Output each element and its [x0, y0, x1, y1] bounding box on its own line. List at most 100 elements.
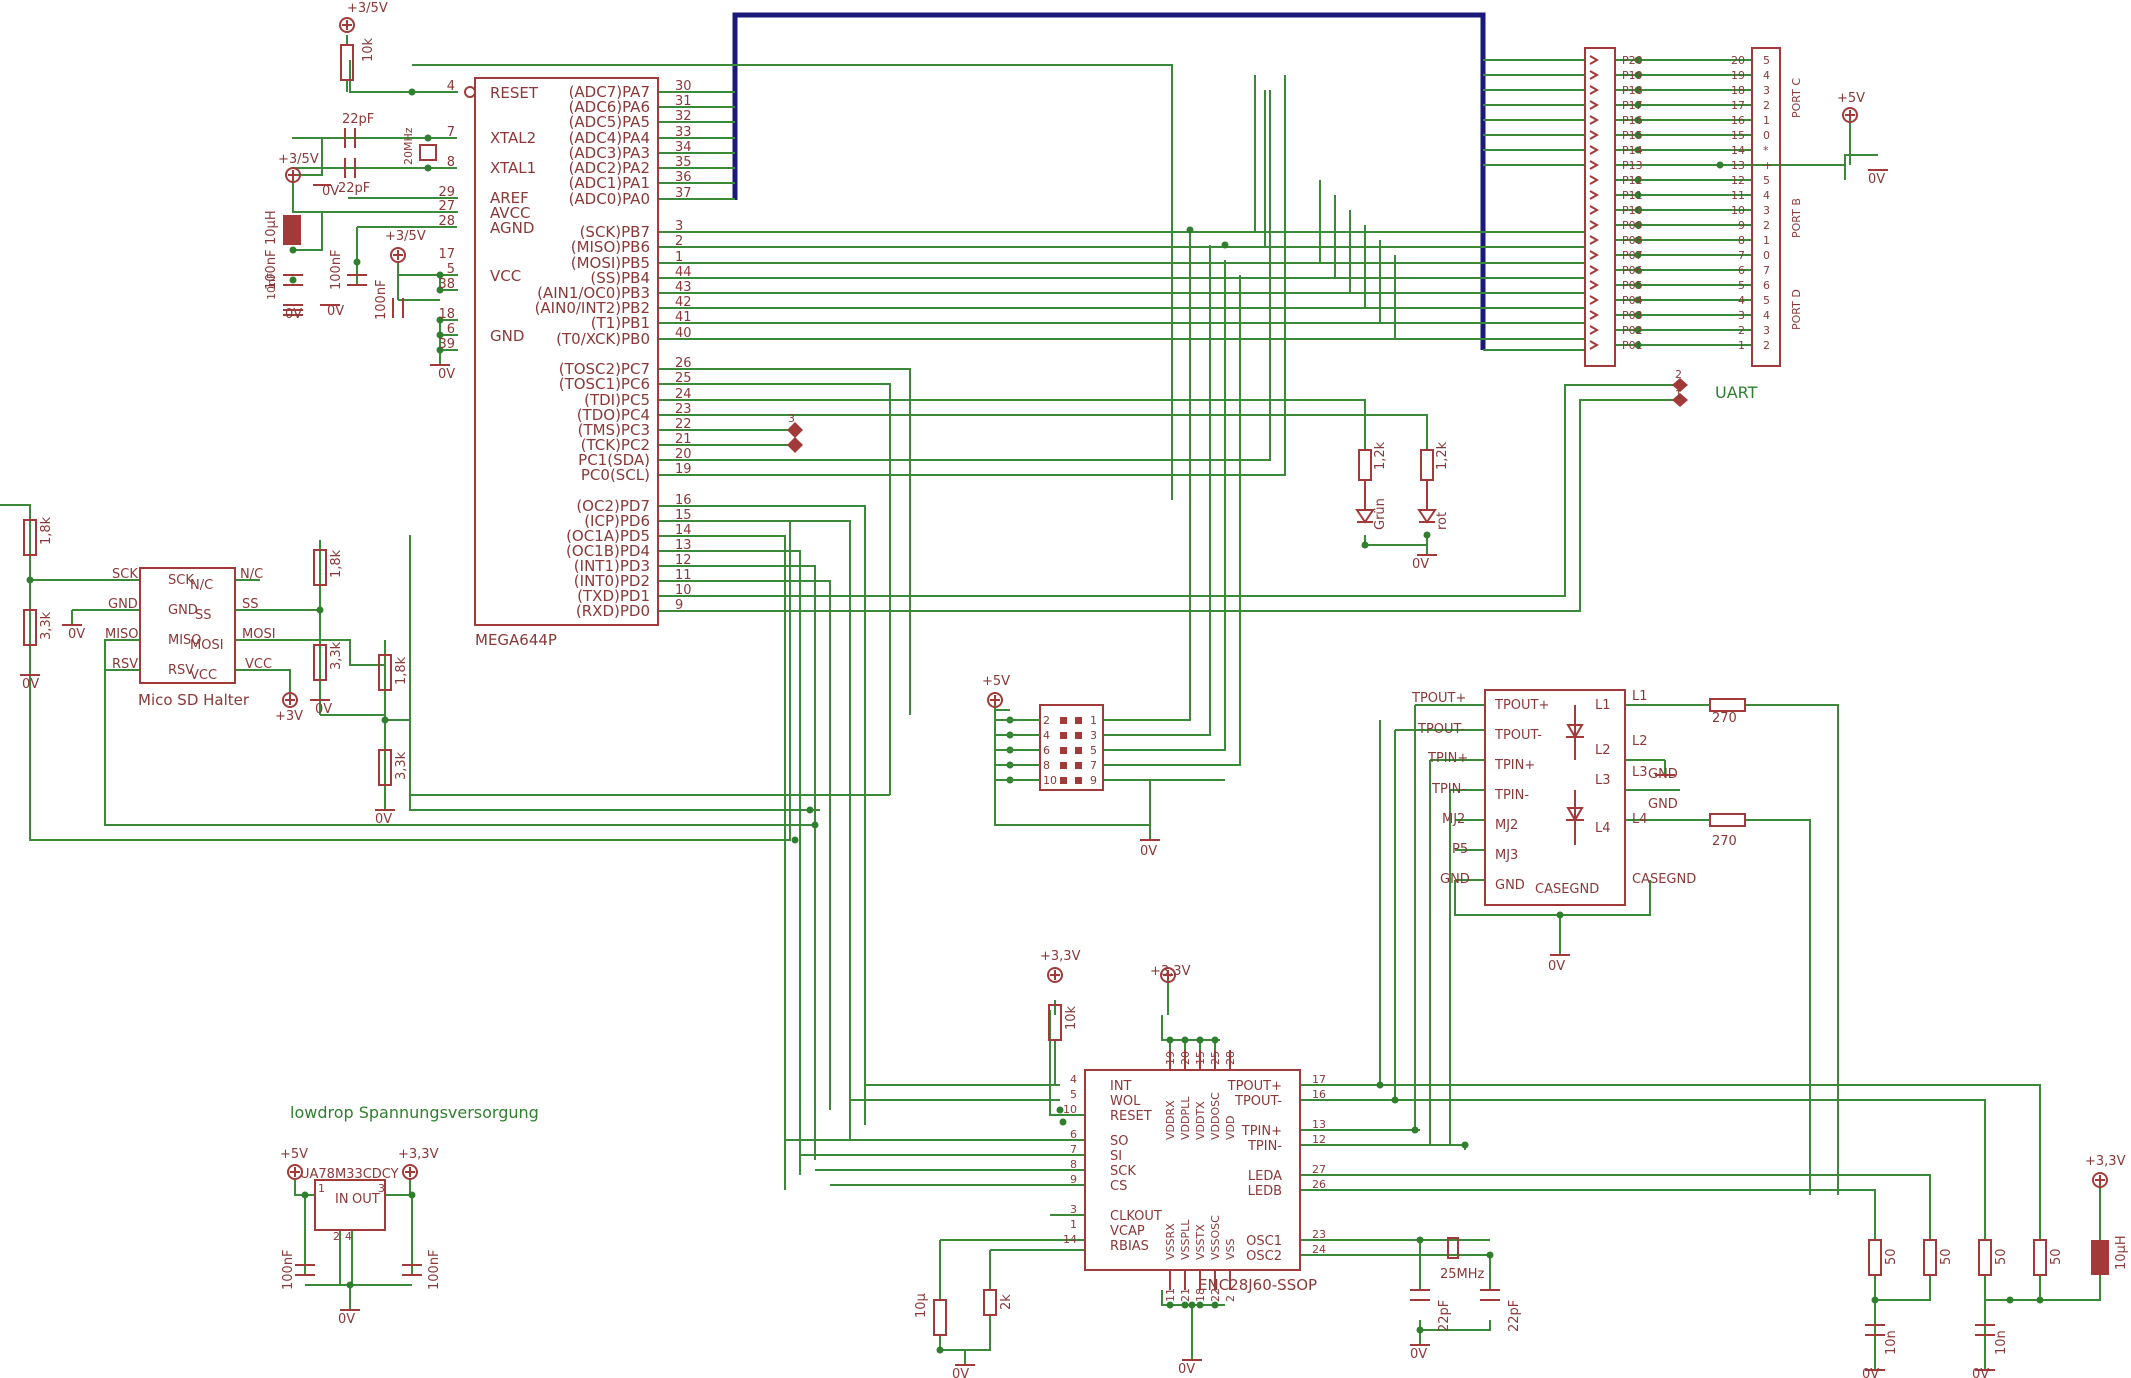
conn-num: 19: [1731, 69, 1745, 82]
c-value: 100nF: [329, 249, 344, 290]
c-value: 10µ: [914, 1293, 929, 1318]
mj-pin: MJ2: [1495, 818, 1518, 833]
mcu-port-num: 3: [675, 219, 683, 234]
enc-pin: VDDTX: [1194, 1101, 1207, 1140]
conn-header-pin: 3: [1763, 84, 1770, 97]
conn-arrow: [1589, 160, 1600, 170]
mj-pin: L3: [1595, 773, 1611, 788]
mcu-port-num: 12: [675, 553, 692, 568]
mcu-port-num: 41: [675, 310, 692, 325]
mcu-port-pin: (TOSC1)PC6: [559, 375, 650, 393]
enc-pin: CS: [1110, 1179, 1127, 1194]
jtag-pin: 7: [1090, 759, 1097, 772]
conn-num: 10: [1731, 204, 1745, 217]
enc-pin: TPIN-: [1247, 1139, 1282, 1154]
mcu-port-num: 35: [675, 155, 692, 170]
conn-arrow: [1589, 100, 1600, 110]
mj-pin: L2: [1595, 743, 1611, 758]
mcu-port-pin: (TDO)PC4: [577, 406, 650, 424]
sd-pin: VCC: [190, 668, 217, 683]
jtag-pin: 6: [1043, 744, 1050, 757]
mcu-port-pin: (RXD)PD0: [576, 602, 650, 620]
enc-pin: OSC2: [1246, 1249, 1282, 1264]
conn-header-pin: 0: [1763, 249, 1770, 262]
uart-label: UART: [1715, 383, 1758, 402]
enc-num: 21: [1179, 1288, 1192, 1302]
mcu-port-num: 19: [675, 462, 692, 477]
conn-p-label: P08: [1622, 234, 1643, 247]
conn-header-pin: 5: [1763, 174, 1770, 187]
conn-arrow: [1589, 70, 1600, 80]
c-value: 100nF: [374, 279, 389, 320]
mcu-num: 38: [438, 277, 455, 292]
port-label: PORT D: [1790, 289, 1803, 330]
r-value: 10k: [1064, 1005, 1079, 1030]
enc-pin: TPOUT+: [1227, 1079, 1282, 1094]
conn-num: 5: [1738, 279, 1745, 292]
mcu-pin-xtal1: XTAL1: [490, 159, 536, 177]
mcu-port-pin: (ADC4)PA4: [569, 129, 650, 147]
mcu-port-pin: (MOSI)PB5: [571, 254, 650, 272]
supply-label: +3/5V: [278, 152, 319, 167]
enc-pin: LEDA: [1248, 1169, 1282, 1184]
jtag-pad: [1075, 762, 1082, 769]
mcu-port-pin: (TMS)PC3: [578, 421, 650, 439]
xtal-value: 20MHz: [402, 127, 415, 165]
jtag-pad: [1060, 762, 1067, 769]
r-value: 2k: [999, 1294, 1014, 1310]
conn-arrow: [1589, 280, 1600, 290]
sd-pin: GND: [168, 603, 198, 618]
mj-wire: CASEGND: [1632, 872, 1696, 887]
sd-wire: SS: [242, 597, 259, 612]
conn-num: 12: [1731, 174, 1745, 187]
mj-wire: L1: [1632, 689, 1648, 704]
enc-num: 8: [1070, 1158, 1077, 1171]
jtag-pad: [1075, 717, 1082, 724]
mcu-port-num: 2: [675, 234, 683, 249]
sd-wire: MOSI: [242, 627, 276, 642]
mcu-port-pin: (ADC1)PA1: [569, 174, 650, 192]
mcu-port-num: 11: [675, 568, 692, 583]
mcu-port-num: 40: [675, 326, 692, 341]
sd-pin: SCK: [168, 573, 194, 588]
r-value: 3,3k: [394, 751, 409, 780]
reg-name: UA78M33CDCY: [300, 1167, 399, 1182]
mcu-port-pin: (T1)PB1: [591, 314, 650, 332]
r-value: 1,2k: [1373, 441, 1388, 470]
mj-wire: MJ2: [1442, 812, 1465, 827]
conn-header-pin: 2: [1763, 99, 1770, 112]
conn-arrow: [1589, 235, 1600, 245]
uart-pin: 1: [1675, 388, 1682, 401]
enc-num: 3: [1070, 1203, 1077, 1216]
reg-pin: 2: [333, 1230, 340, 1243]
supply-label: +3,3V: [398, 1147, 439, 1162]
conn-num: 1: [1738, 339, 1745, 352]
conn-header-pin: +: [1763, 159, 1772, 172]
mcu-port-num: 21: [675, 432, 692, 447]
mcu-port-num: 22: [675, 417, 692, 432]
mcu-pin-aref: AREF: [490, 189, 529, 207]
enc-num: 17: [1312, 1073, 1326, 1086]
supply-label: +3/5V: [347, 1, 388, 16]
conn-p-label: P11: [1622, 189, 1643, 202]
sd-pin: SS: [195, 608, 212, 623]
gnd-label: 0V: [1972, 1367, 1989, 1378]
conn-arrow: [1589, 205, 1600, 215]
mj-wire: TPIN-: [1431, 782, 1466, 797]
jtag-pad: [1075, 777, 1082, 784]
jtag-pad: [1060, 747, 1067, 754]
c-value: 100nF: [281, 1249, 296, 1290]
enc-pin: RESET: [1110, 1109, 1152, 1124]
mj-wire: L2: [1632, 734, 1648, 749]
wires: [0, 12, 2101, 1370]
mcu-port-pin: (ADC5)PA5: [569, 113, 650, 131]
voltage-regulator: lowdrop Spannungsversorgung UA78M33CDCY …: [280, 1103, 539, 1327]
conn-num: 20: [1731, 54, 1745, 67]
jtag-pin: 10: [1043, 774, 1057, 787]
enc-num: 2: [1224, 1295, 1237, 1302]
conn-arrow: [1589, 175, 1600, 185]
conn-header-pin: 2: [1763, 339, 1770, 352]
gnd-label: 0V: [1868, 172, 1885, 187]
mcu-port-pin: PC1(SDA): [578, 451, 650, 469]
